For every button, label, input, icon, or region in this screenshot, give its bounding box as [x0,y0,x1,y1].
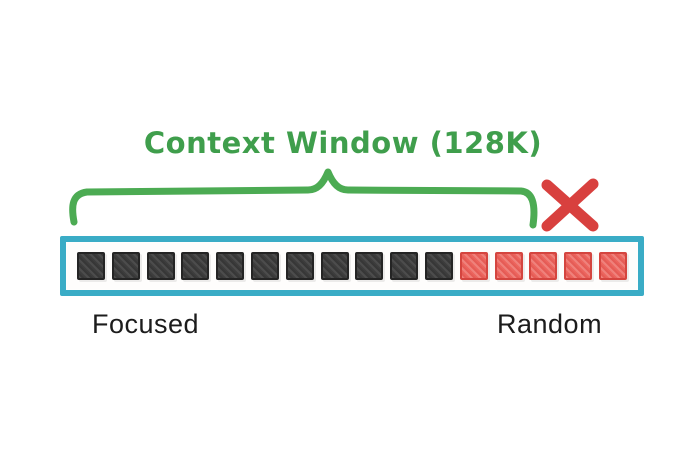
x-mark-icon [541,178,599,232]
token-square-focused [320,252,349,280]
context-window-title: Context Window (128K) [143,126,543,160]
curly-brace-icon [69,168,538,229]
token-square-focused [216,252,245,280]
token-square-focused [355,252,384,280]
token-square-focused [181,252,210,280]
token-square-random [494,252,523,280]
random-label: Random [497,309,603,339]
token-square-focused [250,252,279,280]
token-square-focused [146,252,175,280]
token-square-focused [424,252,453,280]
context-window-bar [60,236,644,296]
token-square-focused [77,252,105,280]
focused-label: Focused [92,309,200,339]
token-square-focused [111,252,140,280]
token-square-random [598,252,627,280]
token-square-random [529,252,558,280]
token-square-focused [390,252,419,280]
token-squares [66,242,638,290]
token-square-random [564,252,593,280]
token-square-random [459,252,488,280]
token-square-focused [285,252,314,280]
